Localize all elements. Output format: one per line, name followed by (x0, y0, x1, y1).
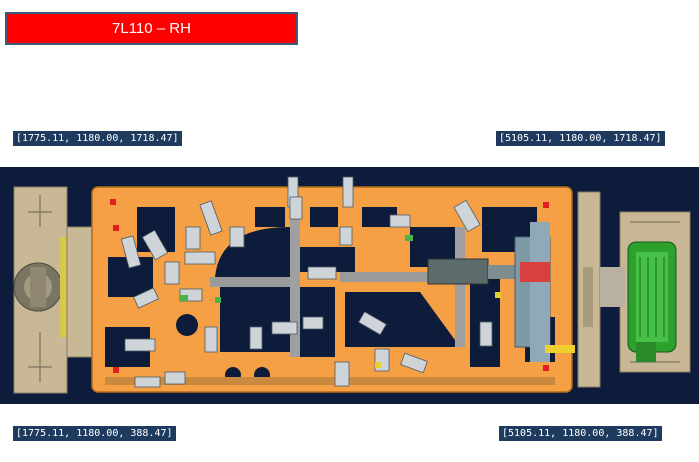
coordinate-bottom-left: [1775.11, 1180.00, 388.47] (13, 426, 176, 441)
main-slide-assembly (427, 222, 575, 362)
clamp-units (120, 176, 493, 388)
fixture-render (0, 167, 699, 404)
fixture-title-banner: 7L110 – RH (5, 12, 298, 45)
marker-dots (110, 199, 549, 373)
coordinate-top-right: [5105.11, 1180.00, 1718.47] (496, 131, 665, 146)
fixture-plate (91, 186, 573, 393)
fixture-title: 7L110 – RH (112, 20, 191, 37)
coordinate-top-left: [1775.11, 1180.00, 1718.47] (13, 131, 182, 146)
coordinate-bottom-right: [5105.11, 1180.00, 388.47] (499, 426, 662, 441)
motor-unit (627, 241, 677, 362)
left-end-stand (13, 186, 93, 394)
